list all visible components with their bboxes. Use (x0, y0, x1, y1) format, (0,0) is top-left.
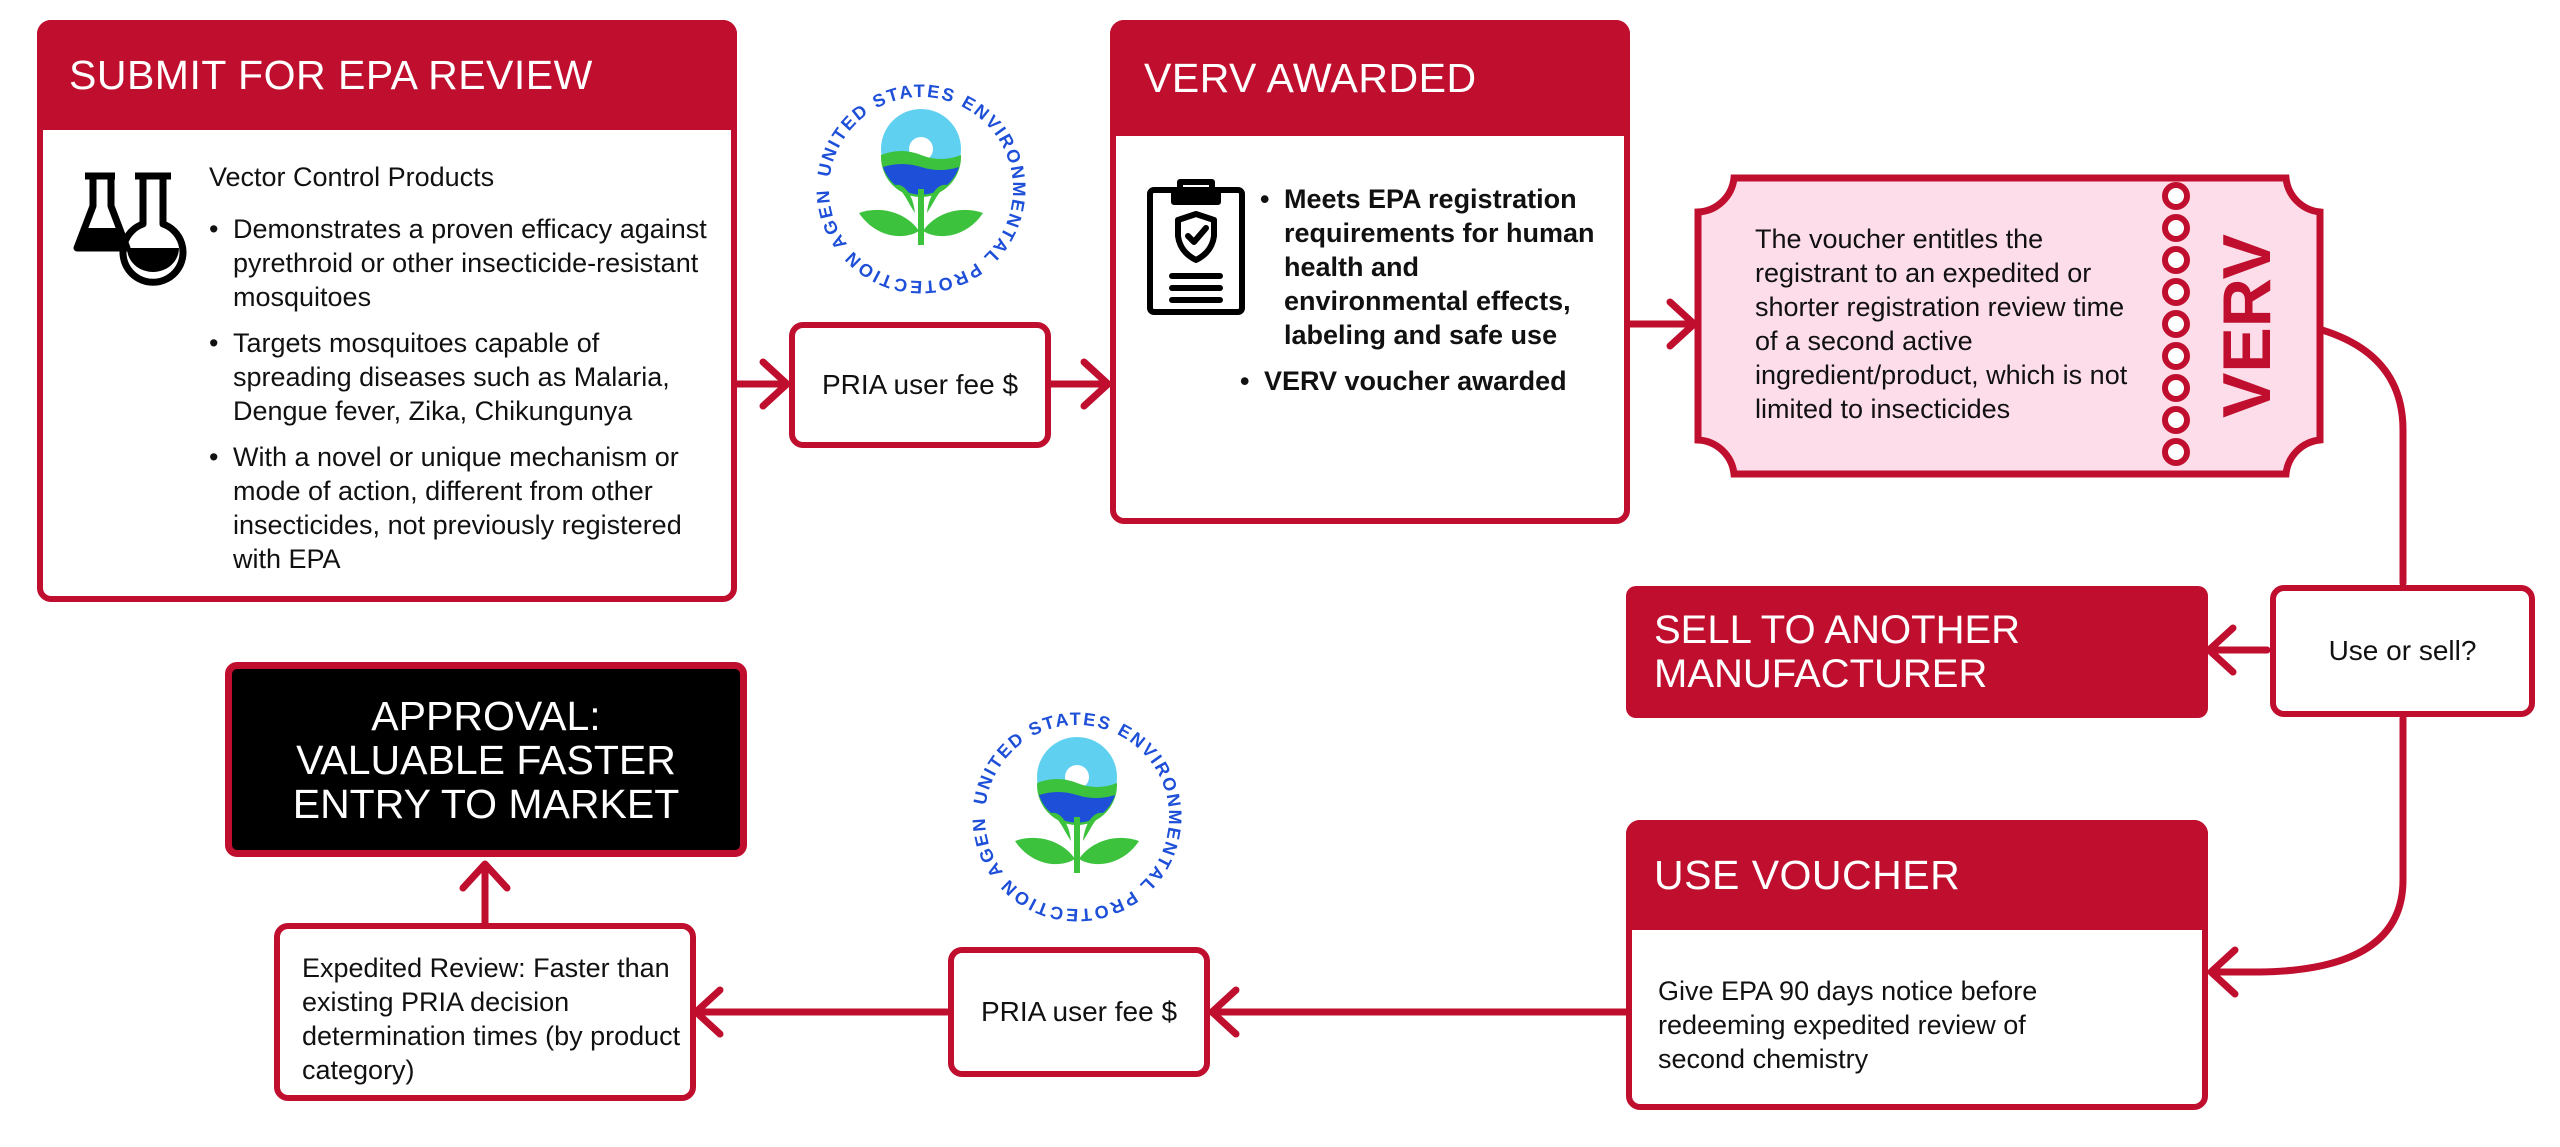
submit-for-review-box: SUBMIT FOR EPA REVIEW Vector Control Pro… (37, 20, 737, 602)
approval-label: APPROVAL: VALUABLE FASTER ENTRY TO MARKE… (292, 692, 680, 827)
epa-seal-icon: UNITED STATES ENVIRONMENTAL PROTECTION A… (800, 59, 1028, 297)
awarded-header: VERV AWARDED (1110, 20, 1630, 136)
epa-seal-icon: UNITED STATES ENVIRONMENTAL PROTECTION A… (956, 687, 1184, 925)
submit-title: SUBMIT FOR EPA REVIEW (69, 51, 593, 98)
pria-fee-bottom-label: PRIA user fee $ (980, 996, 1178, 1027)
submit-header: SUBMIT FOR EPA REVIEW (37, 20, 737, 130)
voucher-ticket: VERV (1694, 174, 2324, 478)
epa-logo-bottom: UNITED STATES ENVIRONMENTAL PROTECTION A… (956, 687, 1191, 931)
submit-bullets: Demonstrates a proven efficacy against p… (209, 212, 719, 588)
submit-subtitle: Vector Control Products (209, 162, 495, 192)
use-voucher-title: USE VOUCHER (1654, 851, 1961, 898)
pria-fee-bottom-box: PRIA user fee $ (948, 947, 1210, 1077)
awarded-bullet: VERV voucher awarded (1240, 364, 1610, 398)
use-voucher-header: USE VOUCHER (1626, 820, 2208, 930)
epa-logo-top: UNITED STATES ENVIRONMENTAL PROTECTION A… (800, 59, 1035, 303)
awarded-title: VERV AWARDED (1144, 54, 1477, 101)
sell-label: SELL TO ANOTHER MANUFACTURER (1654, 608, 2021, 696)
sell-to-manufacturer-box: SELL TO ANOTHER MANUFACTURER (1626, 586, 2208, 718)
expedited-text: Expedited Review: Faster than existing P… (302, 953, 681, 1085)
clipboard-shield-icon (1147, 179, 1245, 315)
expedited-review-box: Expedited Review: Faster than existing P… (274, 923, 696, 1101)
submit-bullet: With a novel or unique mechanism or mode… (209, 440, 719, 576)
submit-bullet: Demonstrates a proven efficacy against p… (209, 212, 719, 314)
use-voucher-box: USE VOUCHER Give EPA 90 days notice befo… (1626, 820, 2208, 1110)
use-voucher-text: Give EPA 90 days notice before redeeming… (1658, 976, 2038, 1074)
use-or-sell-box: Use or sell? (2270, 585, 2535, 717)
awarded-bullet: Meets EPA registration requirements for … (1260, 182, 1610, 352)
awarded-bullets: Meets EPA registration requirements for … (1240, 182, 1610, 410)
verv-stub-label: VERV (2209, 234, 2285, 418)
pria-fee-top-box: PRIA user fee $ (789, 322, 1051, 448)
verv-awarded-box: VERV AWARDED Meets EPA registration requ… (1110, 20, 1630, 524)
voucher-text: The voucher entitles the registrant to a… (1755, 224, 2128, 424)
use-or-sell-label: Use or sell? (2328, 635, 2477, 666)
approval-box: APPROVAL: VALUABLE FASTER ENTRY TO MARKE… (225, 662, 747, 857)
lab-flasks-icon (73, 172, 187, 286)
pria-fee-top-label: PRIA user fee $ (821, 369, 1019, 400)
submit-bullet: Targets mosquitoes capable of spreading … (209, 326, 719, 428)
